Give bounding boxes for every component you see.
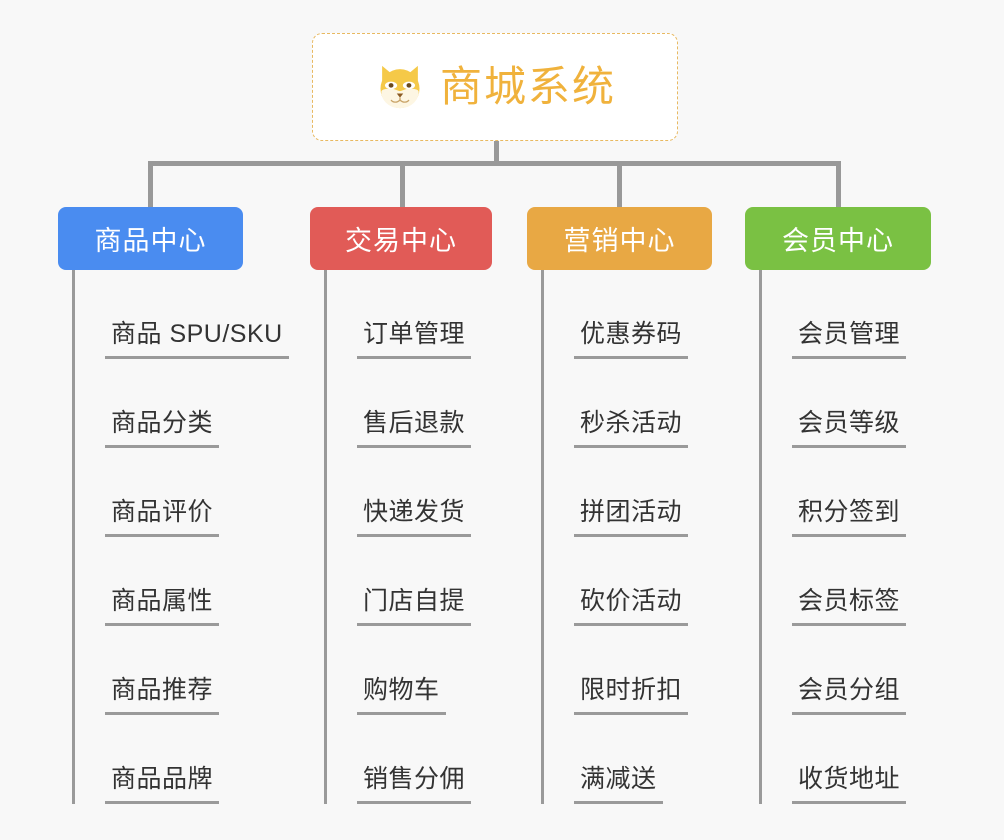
leaf-item-label: 秒杀活动 <box>574 411 689 448</box>
shiba-dog-icon <box>380 65 420 109</box>
category-header-label: 会员中心 <box>782 226 894 256</box>
leaf-item-label: 商品属性 <box>105 589 220 626</box>
leaf-item[interactable]: 会员标签 <box>762 537 931 626</box>
category-header-label: 营销中心 <box>563 226 676 256</box>
leaf-item-label: 销售分佣 <box>357 767 472 804</box>
leaf-item[interactable]: 收货地址 <box>762 715 931 804</box>
connector-root-stem <box>494 141 499 165</box>
leaf-item[interactable]: 商品推荐 <box>75 626 289 715</box>
leaf-item[interactable]: 拼团活动 <box>544 448 712 537</box>
leaf-item-label: 满减送 <box>574 767 663 804</box>
leaf-item-label: 砍价活动 <box>574 589 689 626</box>
category-header-marketing-center[interactable]: 营销中心 <box>527 207 712 270</box>
leaf-item-label: 商品评价 <box>105 500 220 537</box>
leaf-item-label: 快递发货 <box>357 500 472 537</box>
leaf-item-label: 商品推荐 <box>105 678 220 715</box>
category-header-trade-center[interactable]: 交易中心 <box>310 207 492 270</box>
leaf-item[interactable]: 商品属性 <box>75 537 289 626</box>
leaf-item-label: 购物车 <box>357 678 446 715</box>
leaf-item[interactable]: 门店自提 <box>327 537 492 626</box>
leaf-list-marketing-center: 优惠券码秒杀活动拼团活动砍价活动限时折扣满减送 <box>541 270 712 804</box>
leaf-item-label: 售后退款 <box>357 411 472 448</box>
leaf-item-label: 订单管理 <box>357 322 472 359</box>
connector-drop-1 <box>400 161 405 207</box>
leaf-item[interactable]: 满减送 <box>544 715 712 804</box>
leaf-item[interactable]: 商品 SPU/SKU <box>75 270 289 359</box>
leaf-item-label: 门店自提 <box>357 589 472 626</box>
leaf-item-label: 会员分组 <box>792 678 907 715</box>
leaf-item-label: 商品分类 <box>105 411 220 448</box>
root-title: 商城系统 <box>439 63 616 110</box>
leaf-item-label: 限时折扣 <box>574 678 689 715</box>
leaf-item-label: 商品品牌 <box>105 767 220 804</box>
leaf-item[interactable]: 积分签到 <box>762 448 931 537</box>
category-header-product-center[interactable]: 商品中心 <box>58 207 243 270</box>
leaf-list-trade-center: 订单管理售后退款快递发货门店自提购物车销售分佣 <box>324 270 492 804</box>
leaf-item[interactable]: 砍价活动 <box>544 537 712 626</box>
connector-drop-0 <box>148 161 153 207</box>
leaf-item-label: 商品 SPU/SKU <box>105 322 289 359</box>
leaf-item-label: 优惠券码 <box>574 322 689 359</box>
branch-column-product-center: 商品中心商品 SPU/SKU 商品分类商品评价商品属性商品推荐商品品牌 <box>58 207 289 804</box>
leaf-item-label: 拼团活动 <box>574 500 689 537</box>
leaf-item[interactable]: 优惠券码 <box>544 270 712 359</box>
branch-column-member-center: 会员中心会员管理会员等级积分签到会员标签会员分组收货地址 <box>745 207 931 804</box>
leaf-item[interactable]: 会员管理 <box>762 270 931 359</box>
leaf-item[interactable]: 商品品牌 <box>75 715 289 804</box>
connector-drop-2 <box>617 161 622 207</box>
leaf-item[interactable]: 购物车 <box>327 626 492 715</box>
leaf-item[interactable]: 商品评价 <box>75 448 289 537</box>
leaf-item[interactable]: 秒杀活动 <box>544 359 712 448</box>
leaf-item[interactable]: 会员分组 <box>762 626 931 715</box>
connector-drop-3 <box>836 161 841 207</box>
leaf-item-label: 会员管理 <box>792 322 907 359</box>
leaf-item[interactable]: 销售分佣 <box>327 715 492 804</box>
category-header-member-center[interactable]: 会员中心 <box>745 207 931 270</box>
branch-column-marketing-center: 营销中心优惠券码秒杀活动拼团活动砍价活动限时折扣满减送 <box>527 207 712 804</box>
leaf-list-member-center: 会员管理会员等级积分签到会员标签会员分组收货地址 <box>759 270 931 804</box>
leaf-item[interactable]: 会员等级 <box>762 359 931 448</box>
leaf-list-product-center: 商品 SPU/SKU 商品分类商品评价商品属性商品推荐商品品牌 <box>72 270 289 804</box>
leaf-item-label: 收货地址 <box>792 767 907 804</box>
connector-horizontal-bus <box>148 161 841 166</box>
leaf-item-label: 会员标签 <box>792 589 907 626</box>
leaf-item[interactable]: 快递发货 <box>327 448 492 537</box>
leaf-item-label: 积分签到 <box>792 500 907 537</box>
root-node[interactable]: 商城系统 <box>312 33 678 141</box>
branch-column-trade-center: 交易中心订单管理售后退款快递发货门店自提购物车销售分佣 <box>310 207 492 804</box>
leaf-item[interactable]: 商品分类 <box>75 359 289 448</box>
category-header-label: 商品中心 <box>94 226 207 256</box>
leaf-item[interactable]: 限时折扣 <box>544 626 712 715</box>
leaf-item[interactable]: 订单管理 <box>327 270 492 359</box>
leaf-item-label: 会员等级 <box>792 411 907 448</box>
category-header-label: 交易中心 <box>345 226 457 256</box>
leaf-item[interactable]: 售后退款 <box>327 359 492 448</box>
